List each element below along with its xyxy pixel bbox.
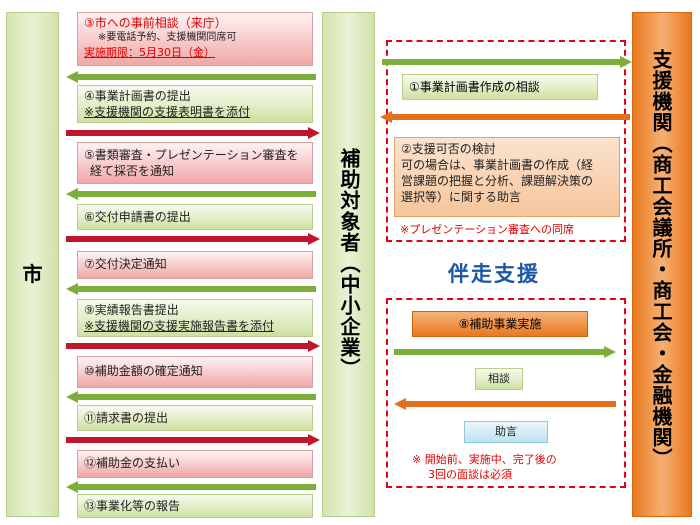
advice-mini-box: 助言	[464, 421, 548, 443]
arrow-left-5	[66, 481, 316, 493]
step-11-box: ⑪請求書の提出	[77, 405, 313, 431]
step-3-deadline: 実施期限：5月30日（金）	[84, 46, 215, 59]
review-body-2: 営課題の把握と分析、課題解決策の	[401, 174, 594, 188]
step-3-note: ※要電話予約、支援機関同席可	[98, 32, 237, 43]
step-10-box: ⑩補助金額の確定通知	[77, 356, 313, 388]
interview-note-2: 3回の面談は必須	[428, 468, 512, 481]
step-12-box: ⑫補助金の支払い	[77, 450, 313, 478]
accompany-group	[386, 298, 626, 488]
advice-mini-label: 助言	[495, 425, 517, 438]
arrow-right-4	[66, 434, 320, 446]
support-column: 支援機関（商工会議所・商工会・金融機関）	[632, 12, 692, 517]
arrow-left-advice	[394, 398, 616, 410]
step-6-line1: ⑥交付申請書の提出	[84, 210, 191, 224]
arrow-right-consult	[394, 346, 616, 358]
step-3-title: ③市への事前相談（来庁）	[84, 16, 227, 30]
city-column: 市	[6, 12, 59, 517]
consult-box: ①事業計画書作成の相談	[402, 74, 598, 100]
implement-box: ⑧補助事業実施	[412, 311, 588, 337]
consult-mini-box: 相談	[475, 368, 523, 390]
step-7-box: ⑦交付決定通知	[77, 251, 313, 279]
arrow-left-3	[66, 283, 316, 295]
consult-label: ①事業計画書作成の相談	[409, 80, 540, 94]
implement-label: ⑧補助事業実施	[458, 317, 542, 331]
step-10-line1: ⑩補助金額の確定通知	[84, 364, 203, 378]
arrow-left-4	[66, 391, 316, 403]
arrow-right-1	[66, 127, 320, 139]
step-12-line1: ⑫補助金の支払い	[84, 456, 181, 470]
step-4-line1: ④事業計画書の提出	[84, 89, 191, 103]
step-9-box: ⑨実績報告書提出 ※支援機関の支援実施報告書を添付	[77, 299, 313, 337]
review-title: ②支援可否の検討	[401, 142, 496, 156]
consult-mini-label: 相談	[488, 372, 510, 385]
step-5-box: ⑤書類審査・プレゼンテーション審査を 経て採否を通知	[77, 142, 313, 184]
step-13-line1: ⑬事業化等の報告	[84, 499, 181, 513]
step-4-box: ④事業計画書の提出 ※支援機関の支援表明書を添付	[77, 85, 313, 123]
step-9-line1: ⑨実績報告書提出	[84, 303, 179, 317]
recipient-column: 補助対象者（中小企業）	[322, 12, 375, 517]
arrow-right-2	[66, 233, 320, 245]
pre-support-group	[386, 40, 626, 242]
review-body-1: 可の場合は、事業計画書の作成（経	[401, 158, 594, 172]
step-7-line1: ⑦交付決定通知	[84, 257, 167, 271]
step-4-line2: ※支援機関の支援表明書を添付	[84, 105, 251, 119]
recipient-label: 補助対象者（中小企業）	[337, 148, 361, 379]
step-3-box: ③市への事前相談（来庁） ※要電話予約、支援機関同席可 実施期限：5月30日（金…	[77, 12, 313, 66]
arrow-right-top	[382, 56, 632, 68]
interview-note-1: ※ 開始前、実施中、完了後の	[412, 453, 557, 466]
presentation-note: ※プレゼンテーション審査への同席	[400, 223, 574, 236]
step-5-line2: 経て採否を通知	[90, 164, 175, 178]
step-9-line2: ※支援機関の支援実施報告書を添付	[84, 319, 275, 333]
review-body-3: 選択等）に関する助言	[401, 190, 522, 204]
city-label: 市	[22, 262, 43, 286]
accompany-title: 伴走支援	[448, 262, 540, 286]
support-label: 支援機関（商工会議所・商工会・金融機関）	[649, 49, 673, 469]
step-13-box: ⑬事業化等の報告	[77, 494, 313, 518]
review-box: ②支援可否の検討 可の場合は、事業計画書の作成（経 営課題の把握と分析、課題解決…	[394, 137, 620, 217]
arrow-left-2	[66, 188, 316, 200]
arrow-left-1	[66, 71, 316, 83]
arrow-right-3	[66, 340, 320, 352]
step-6-box: ⑥交付申請書の提出	[77, 204, 313, 230]
step-5-line1: ⑤書類審査・プレゼンテーション審査を	[84, 148, 299, 162]
arrow-left-top	[380, 111, 630, 123]
step-11-line1: ⑪請求書の提出	[84, 411, 169, 425]
